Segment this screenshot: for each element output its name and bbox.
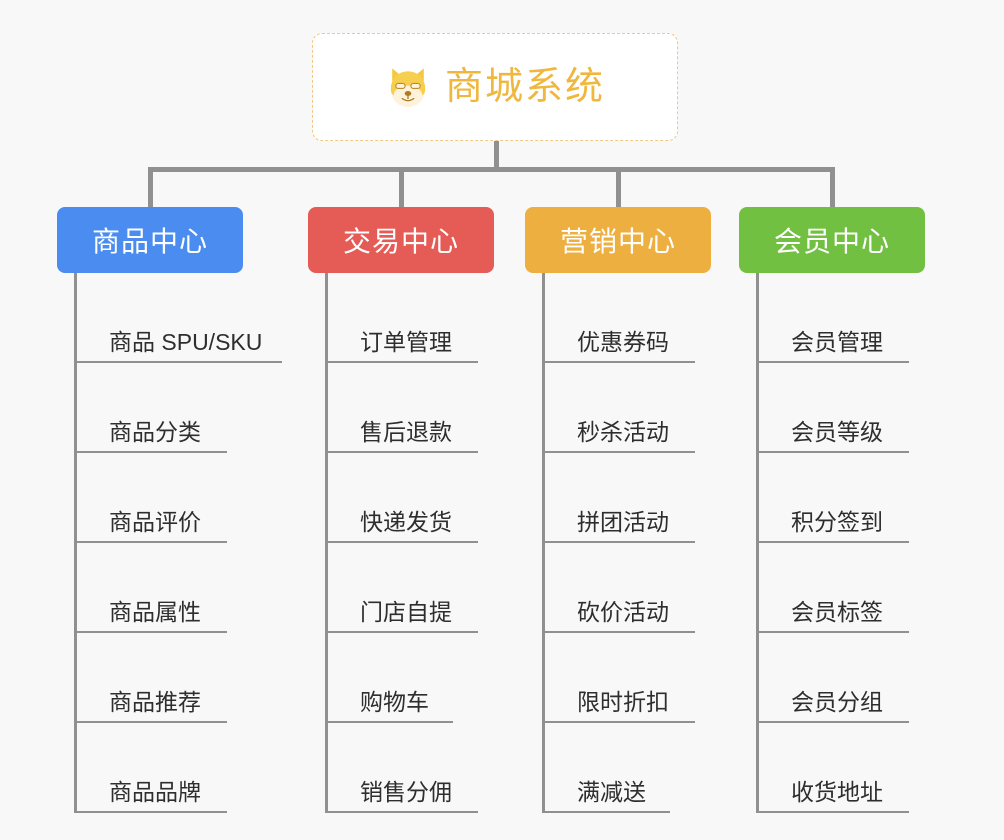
leaf-item-label: 销售分佣 xyxy=(360,779,452,805)
category-header-label: 商品中心 xyxy=(91,226,208,257)
leaf-item-label: 商品 SPU/SKU xyxy=(109,329,263,355)
category-header-label: 交易中心 xyxy=(342,226,459,257)
leaf-item[interactable]: 商品 SPU/SKU xyxy=(77,273,282,363)
leaf-item-label: 优惠券码 xyxy=(577,329,669,355)
leaf-item-label: 会员标签 xyxy=(791,599,883,625)
leaf-item-label: 秒杀活动 xyxy=(577,419,669,445)
category-header-member-center[interactable]: 会员中心 xyxy=(739,207,925,273)
leaf-item-label: 商品推荐 xyxy=(109,689,201,715)
leaf-list-trade-center: 订单管理 售后退款 快递发货 门店自提 购物车 销售分佣 xyxy=(325,273,526,813)
category-column-product-center: 商品中心 商品 SPU/SKU 商品分类 商品评价 商品属性 商品推荐 商品品牌 xyxy=(57,207,307,813)
leaf-item-label: 会员等级 xyxy=(791,419,883,445)
leaf-item[interactable]: 积分签到 xyxy=(759,453,909,543)
leaf-item[interactable]: 售后退款 xyxy=(328,363,478,453)
leaf-item[interactable]: 会员标签 xyxy=(759,543,909,633)
leaf-item-label: 砍价活动 xyxy=(577,599,669,625)
leaf-item[interactable]: 商品品牌 xyxy=(77,723,227,813)
leaf-item[interactable]: 会员管理 xyxy=(759,273,909,363)
root-node-label: 商城系统 xyxy=(444,66,605,108)
category-header-label: 营销中心 xyxy=(559,226,676,257)
leaf-item[interactable]: 订单管理 xyxy=(328,273,478,363)
leaf-item[interactable]: 优惠券码 xyxy=(545,273,695,363)
leaf-item-label: 商品品牌 xyxy=(109,779,201,805)
leaf-item-label: 商品评价 xyxy=(109,509,201,535)
category-column-trade-center: 交易中心 订单管理 售后退款 快递发货 门店自提 购物车 销售分佣 xyxy=(308,207,526,813)
leaf-item-label: 商品分类 xyxy=(109,419,201,445)
leaf-item[interactable]: 拼团活动 xyxy=(545,453,695,543)
leaf-item[interactable]: 商品分类 xyxy=(77,363,227,453)
category-column-marketing-center: 营销中心 优惠券码 秒杀活动 拼团活动 砍价活动 限时折扣 满减送 xyxy=(525,207,743,813)
leaf-item[interactable]: 快递发货 xyxy=(328,453,478,543)
connector-drop-marketing-center xyxy=(616,167,621,207)
leaf-item-label: 订单管理 xyxy=(360,329,452,355)
leaf-item-label: 限时折扣 xyxy=(577,689,669,715)
leaf-item-label: 售后退款 xyxy=(360,419,452,445)
leaf-item-label: 快递发货 xyxy=(360,509,452,535)
leaf-item[interactable]: 收货地址 xyxy=(759,723,909,813)
leaf-item-label: 积分签到 xyxy=(791,509,883,535)
leaf-item-label: 门店自提 xyxy=(360,599,452,625)
leaf-item-label: 收货地址 xyxy=(791,779,883,805)
shiba-dog-face-icon xyxy=(390,68,426,108)
leaf-item-label: 满减送 xyxy=(577,779,646,805)
connector-root-stem xyxy=(494,141,499,169)
category-header-marketing-center[interactable]: 营销中心 xyxy=(525,207,711,273)
root-node-mall-system[interactable]: 商城系统 xyxy=(312,33,678,141)
category-header-trade-center[interactable]: 交易中心 xyxy=(308,207,494,273)
leaf-item[interactable]: 满减送 xyxy=(545,723,670,813)
leaf-item[interactable]: 商品评价 xyxy=(77,453,227,543)
leaf-item-label: 会员管理 xyxy=(791,329,883,355)
leaf-item[interactable]: 会员分组 xyxy=(759,633,909,723)
connector-bus-bar xyxy=(148,167,835,172)
leaf-item[interactable]: 购物车 xyxy=(328,633,453,723)
connector-drop-trade-center xyxy=(399,167,404,207)
leaf-item[interactable]: 销售分佣 xyxy=(328,723,478,813)
connector-drop-member-center xyxy=(830,167,835,207)
leaf-item-label: 商品属性 xyxy=(109,599,201,625)
leaf-item-label: 购物车 xyxy=(360,689,429,715)
leaf-item[interactable]: 限时折扣 xyxy=(545,633,695,723)
leaf-list-product-center: 商品 SPU/SKU 商品分类 商品评价 商品属性 商品推荐 商品品牌 xyxy=(74,273,307,813)
category-header-label: 会员中心 xyxy=(773,226,890,257)
leaf-item[interactable]: 门店自提 xyxy=(328,543,478,633)
leaf-item[interactable]: 砍价活动 xyxy=(545,543,695,633)
leaf-list-marketing-center: 优惠券码 秒杀活动 拼团活动 砍价活动 限时折扣 满减送 xyxy=(542,273,743,813)
leaf-item[interactable]: 商品属性 xyxy=(77,543,227,633)
leaf-item[interactable]: 会员等级 xyxy=(759,363,909,453)
leaf-item[interactable]: 商品推荐 xyxy=(77,633,227,723)
leaf-item-label: 会员分组 xyxy=(791,689,883,715)
connector-drop-product-center xyxy=(148,167,153,207)
leaf-list-member-center: 会员管理 会员等级 积分签到 会员标签 会员分组 收货地址 xyxy=(756,273,957,813)
leaf-item-label: 拼团活动 xyxy=(577,509,669,535)
category-header-product-center[interactable]: 商品中心 xyxy=(57,207,243,273)
category-column-member-center: 会员中心 会员管理 会员等级 积分签到 会员标签 会员分组 收货地址 xyxy=(739,207,957,813)
leaf-item[interactable]: 秒杀活动 xyxy=(545,363,695,453)
